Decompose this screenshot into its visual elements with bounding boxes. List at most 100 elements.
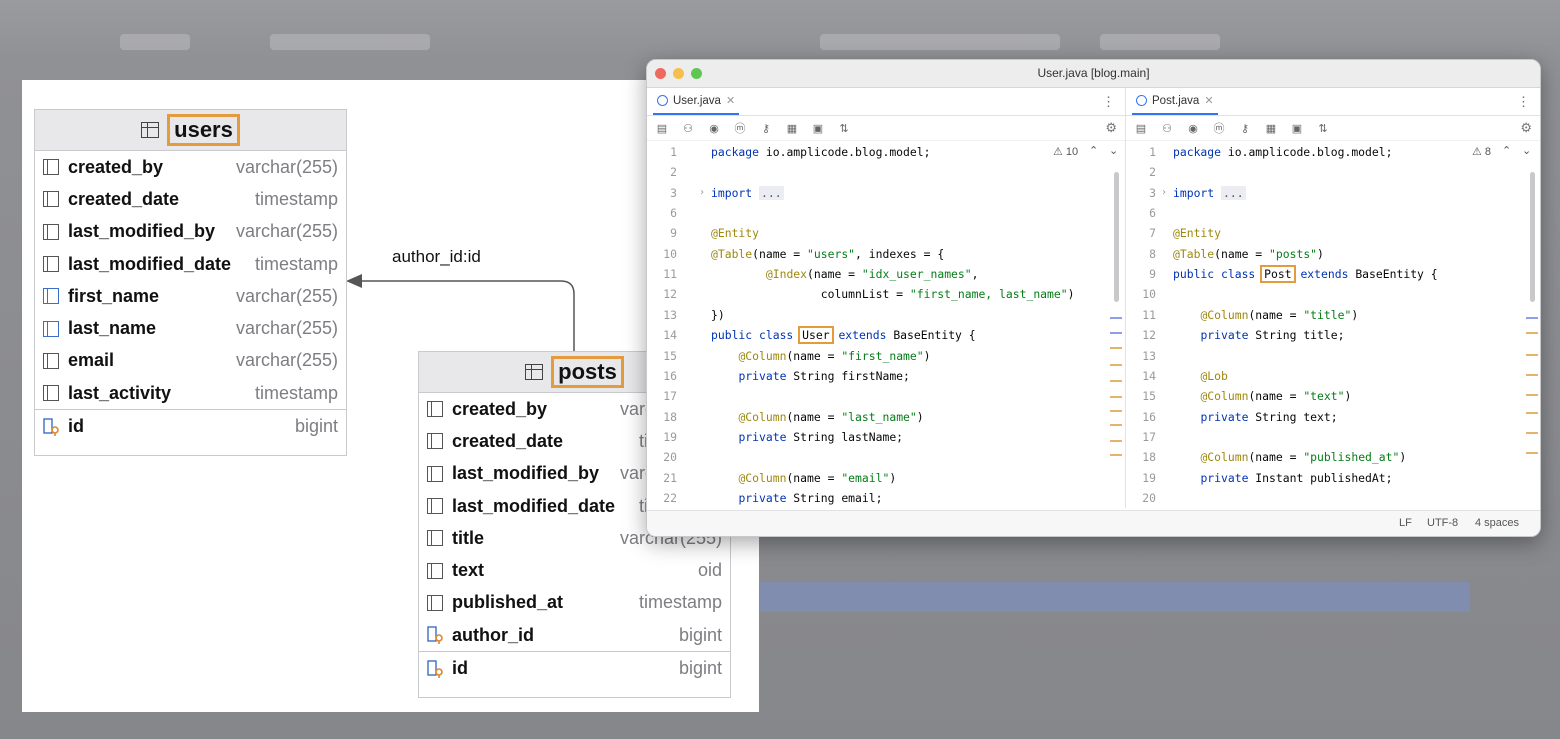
- blurred-toolbar-item: [820, 34, 1060, 50]
- table-icon[interactable]: ▦: [1265, 122, 1277, 135]
- code-line[interactable]: @Index(name = "idx_user_names",: [711, 267, 979, 281]
- code-line[interactable]: @Column(name = "first_name"): [711, 349, 930, 363]
- code-line[interactable]: @Column(name = "email"): [711, 471, 896, 485]
- code-line[interactable]: private String text;: [1173, 410, 1337, 424]
- tab-post-java[interactable]: Post.java ✕: [1132, 88, 1218, 115]
- fold-chevron-icon[interactable]: ›: [699, 186, 706, 198]
- close-window-button[interactable]: [655, 68, 666, 79]
- left-editor-toolbar: ▤ ⚇ ◉ ⓜ ⚷ ▦ ▣ ⇅ ⚙: [647, 116, 1125, 141]
- left-editor-pane[interactable]: User.java ✕ ⋮ ▤ ⚇ ◉ ⓜ ⚷ ▦ ▣ ⇅ ⚙ ⚠ 10 ⌃ ⌄…: [647, 88, 1126, 508]
- line-number: 3: [1149, 185, 1156, 200]
- indent-setting[interactable]: 4 spaces: [1475, 517, 1520, 529]
- key-icon[interactable]: ⚷: [761, 122, 771, 135]
- tab-label: User.java: [673, 94, 721, 107]
- code-line[interactable]: @Column(name = "text"): [1173, 389, 1351, 403]
- code-token: ...: [1221, 185, 1246, 200]
- code-line[interactable]: columnList = "first_name, last_name"): [711, 287, 1075, 301]
- gear-icon[interactable]: ⚙: [1520, 120, 1532, 135]
- code-line[interactable]: public class Post extends BaseEntity {: [1173, 265, 1438, 284]
- close-icon[interactable]: ✕: [1204, 95, 1214, 107]
- file-encoding[interactable]: UTF-8: [1427, 517, 1459, 529]
- line-number: 18: [663, 409, 677, 424]
- code-token: @Entity: [1173, 226, 1222, 241]
- tab-user-java[interactable]: User.java ✕: [653, 88, 740, 115]
- code-token: ): [1344, 389, 1352, 404]
- code-line[interactable]: @Column(name = "title"): [1173, 308, 1358, 322]
- method-icon[interactable]: ⓜ: [734, 123, 746, 135]
- code-line[interactable]: private String title;: [1173, 328, 1344, 342]
- code-line[interactable]: package io.amplicode.blog.model;: [1173, 145, 1392, 159]
- code-token: @Entity: [711, 226, 760, 241]
- line-number: 17: [663, 389, 677, 404]
- minimize-window-button[interactable]: [673, 68, 684, 79]
- code-line[interactable]: @Entity: [711, 226, 759, 240]
- more-options-icon[interactable]: ⋮: [1517, 94, 1530, 109]
- warnings-indicator[interactable]: ⚠ 10: [1053, 146, 1079, 158]
- chevron-up-icon[interactable]: ⌃: [1089, 145, 1099, 157]
- close-icon[interactable]: ✕: [725, 95, 736, 107]
- code-line[interactable]: @Entity: [1173, 226, 1221, 240]
- scrollbar-thumb[interactable]: [1114, 172, 1119, 302]
- code-line[interactable]: }): [711, 308, 725, 322]
- right-editor-pane[interactable]: Post.java ✕ ⋮ ▤ ⚇ ◉ ⓜ ⚷ ▦ ▣ ⇅ ⚙ ⚠ 8 ⌃ ⌄ …: [1126, 88, 1540, 508]
- scrollbar-thumb[interactable]: [1530, 172, 1535, 302]
- code-line[interactable]: @Table(name = "posts"): [1173, 247, 1324, 261]
- code-line[interactable]: package io.amplicode.blog.model;: [711, 145, 930, 159]
- entity-icon[interactable]: ◉: [1188, 122, 1198, 135]
- more-options-icon[interactable]: ⋮: [1102, 94, 1115, 109]
- key-icon[interactable]: ⚷: [1240, 122, 1250, 135]
- code-token: "published_at": [1303, 450, 1400, 465]
- code-line[interactable]: @Column(name = "last_name"): [711, 410, 923, 424]
- code-token: private: [738, 368, 787, 383]
- hierarchy-icon[interactable]: ⚇: [683, 122, 693, 135]
- relation-icon[interactable]: ▣: [812, 122, 824, 135]
- code-line[interactable]: private String firstName;: [711, 368, 909, 383]
- ide-window[interactable]: User.java [blog.main] User.java ✕ ⋮ ▤ ⚇ …: [646, 59, 1541, 537]
- code-token: }): [711, 307, 725, 322]
- primary-key-icon: [427, 660, 445, 678]
- code-line[interactable]: import ...: [1173, 185, 1246, 200]
- code-line[interactable]: private String lastName;: [711, 430, 903, 444]
- code-line[interactable]: @Column(name = "published_at"): [1173, 450, 1406, 464]
- table-icon[interactable]: ▦: [786, 122, 798, 135]
- warnings-indicator[interactable]: ⚠ 8: [1472, 146, 1492, 158]
- relation-icon[interactable]: ▣: [1291, 122, 1303, 135]
- method-icon[interactable]: ⓜ: [1213, 123, 1225, 135]
- chevron-up-icon[interactable]: ⌃: [1502, 145, 1512, 157]
- chevron-down-icon[interactable]: ⌄: [1522, 145, 1532, 157]
- sort-icon[interactable]: ⇅: [1318, 122, 1328, 135]
- fold-chevron-icon[interactable]: ›: [1161, 186, 1168, 198]
- code-line[interactable]: @Table(name = "users", indexes = {: [711, 247, 944, 261]
- entity-icon[interactable]: ◉: [709, 122, 719, 135]
- java-class-icon: [657, 95, 668, 106]
- code-line[interactable]: @Lob: [1173, 369, 1227, 383]
- code-line[interactable]: private String email;: [711, 491, 882, 505]
- maximize-window-button[interactable]: [691, 68, 702, 79]
- hierarchy-icon[interactable]: ⚇: [1162, 122, 1172, 135]
- line-separator[interactable]: LF: [1399, 517, 1412, 529]
- database-icon[interactable]: ▤: [656, 122, 668, 135]
- code-line[interactable]: import ...: [711, 185, 784, 200]
- sort-icon[interactable]: ⇅: [839, 122, 849, 135]
- gear-icon[interactable]: ⚙: [1105, 120, 1117, 135]
- code-line[interactable]: private Instant publishedAt;: [1173, 471, 1392, 485]
- chevron-down-icon[interactable]: ⌄: [1109, 145, 1119, 157]
- database-icon[interactable]: ▤: [1135, 122, 1147, 135]
- code-line[interactable]: public class User extends BaseEntity {: [711, 326, 976, 345]
